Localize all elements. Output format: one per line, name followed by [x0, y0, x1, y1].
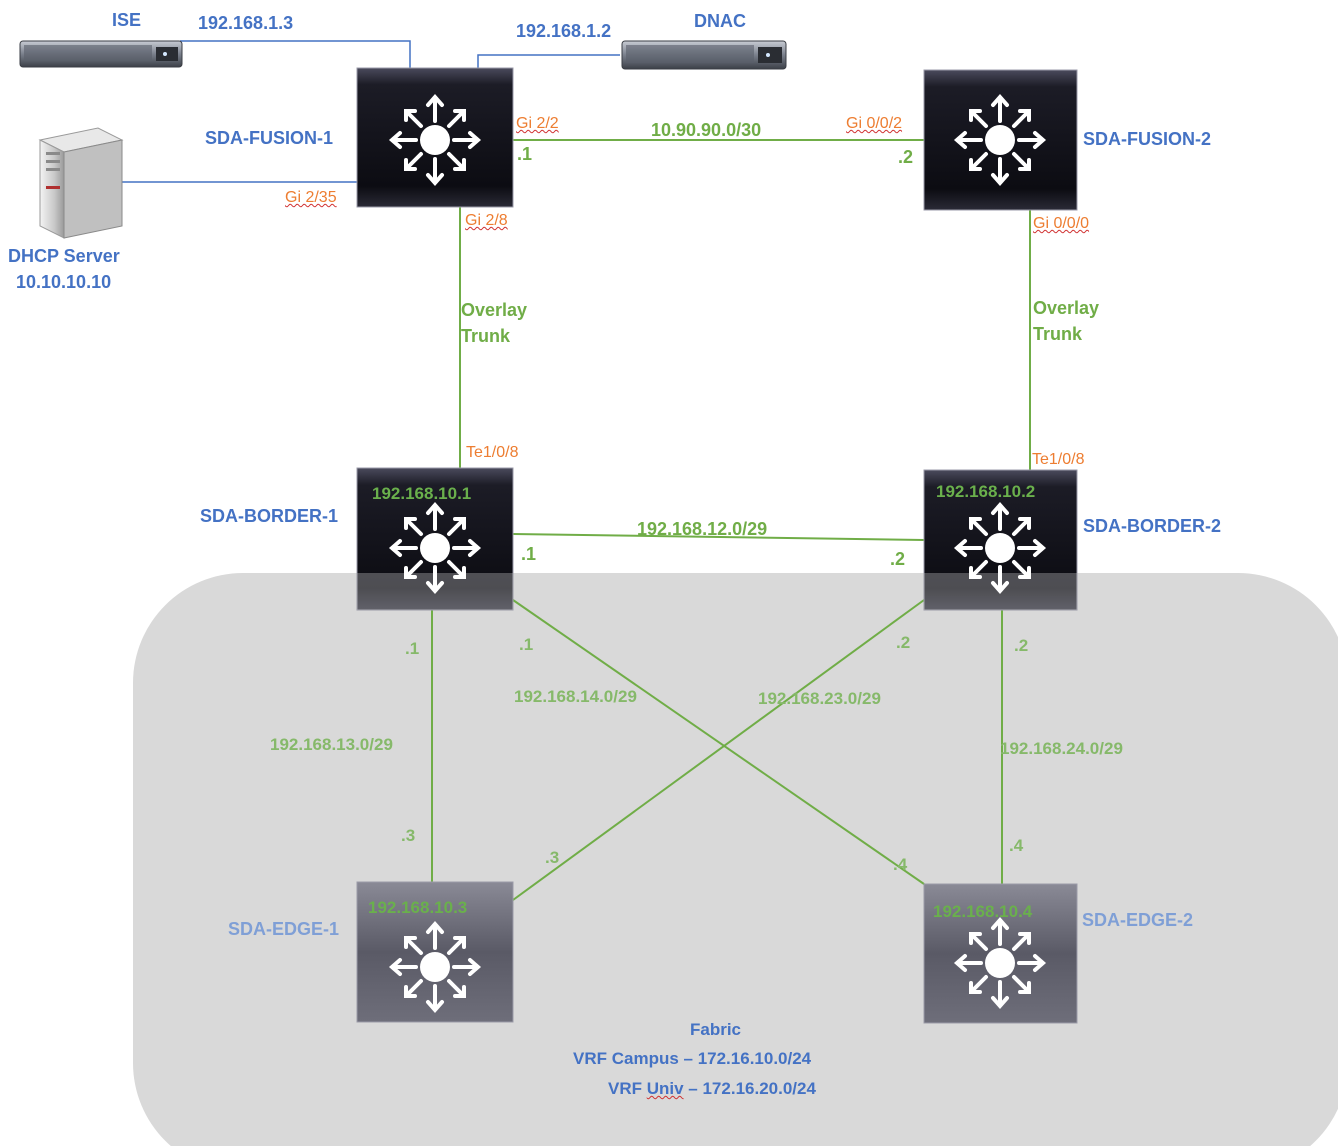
- ise-label: ISE: [112, 10, 142, 30]
- edge1-ip: 192.168.10.3: [368, 898, 468, 917]
- b2-e1-link: [512, 599, 925, 901]
- trunk1-line2: Trunk: [461, 326, 511, 346]
- ise-server-icon: [19, 40, 183, 68]
- dhcp-ip-label: 10.10.10.10: [16, 272, 112, 292]
- f2-gi000-text: Gi 0/0/0: [1033, 215, 1090, 232]
- fabric-vrf-univ: VRF Univ – 172.16.20.0/24: [608, 1080, 816, 1097]
- f1-gi22-text: Gi 2/2: [516, 115, 559, 132]
- dhcp-label: DHCP Server: [8, 246, 120, 266]
- fusion-link-b-host: .2: [898, 147, 914, 167]
- border2-device: [923, 469, 1078, 611]
- f2-gi002-label: Gi 0/0/2: [846, 116, 902, 132]
- dnac-label: DNAC: [694, 11, 746, 31]
- fusion2-router-icon: [955, 95, 1045, 185]
- edge2-device: [923, 883, 1078, 1024]
- border-link-subnet: 192.168.12.0/29: [637, 519, 768, 539]
- dnac-server-icon: [621, 40, 787, 70]
- fabric-vrf-campus: VRF Campus – 172.16.10.0/24: [573, 1050, 811, 1067]
- border-link-a-host: .1: [521, 544, 537, 564]
- edge2-router-icon: [955, 918, 1045, 1008]
- f2-gi000-label: Gi 0/0/0: [1033, 216, 1089, 232]
- border2-router-icon: [955, 503, 1045, 593]
- border1-name: SDA-BORDER-1: [200, 506, 339, 526]
- edge1-device: [356, 881, 514, 1023]
- f1-gi235-text: Gi 2/35: [285, 189, 337, 206]
- b1-te-label: Te1/0/8: [466, 444, 519, 461]
- fusion1-device: [356, 67, 514, 208]
- border2-ip: 192.168.10.2: [936, 482, 1036, 501]
- edge1-name: SDA-EDGE-1: [228, 919, 340, 939]
- b1-e2-link: [512, 599, 925, 885]
- b1-e2-subnet: 192.168.14.0/29: [514, 687, 637, 706]
- f1-gi22-label: Gi 2/2: [516, 116, 559, 132]
- b1-e1-a-host: .1: [405, 639, 420, 658]
- fusion-link-a-host: .1: [517, 144, 533, 164]
- f1-gi28-label: Gi 2/8: [465, 213, 508, 229]
- b2-te-label: Te1/0/8: [1032, 451, 1085, 468]
- fabric-title: Fabric: [690, 1020, 742, 1039]
- f1-gi235-label: Gi 2/35: [285, 190, 337, 206]
- f1-gi28-text: Gi 2/8: [465, 212, 508, 229]
- b1-e2-a-host: .1: [519, 635, 534, 654]
- border-link-b-host: .2: [890, 549, 906, 569]
- trunk1-line1: Overlay: [461, 300, 528, 320]
- b2-e1-b-host: .3: [545, 848, 560, 867]
- edge2-ip: 192.168.10.4: [933, 902, 1033, 921]
- b2-e2-b-host: .4: [1009, 836, 1024, 855]
- trunk2-line1: Overlay: [1033, 298, 1100, 318]
- dhcp-server-icon: [38, 127, 124, 239]
- fusion1-router-icon: [390, 95, 480, 185]
- b1-e2-b-host: .4: [893, 855, 908, 874]
- b1-e1-b-host: .3: [401, 826, 416, 845]
- border2-name: SDA-BORDER-2: [1083, 516, 1222, 536]
- ise-link: [180, 40, 411, 68]
- b2-e2-subnet: 192.168.24.0/29: [1000, 739, 1123, 758]
- edge2-name: SDA-EDGE-2: [1082, 910, 1194, 930]
- fusion-link-subnet: 10.90.90.0/30: [651, 120, 762, 140]
- ise-ip-label: 192.168.1.3: [198, 13, 294, 33]
- fusion1-name: SDA-FUSION-1: [205, 128, 334, 148]
- b2-e1-subnet: 192.168.23.0/29: [758, 689, 881, 708]
- f2-gi002-text: Gi 0/0/2: [846, 115, 903, 132]
- border1-router-icon: [390, 503, 480, 593]
- b2-e2-a-host: .2: [1014, 636, 1029, 655]
- vrf-univ-subnet: – 172.16.20.0/24: [683, 1079, 816, 1098]
- edge1-router-icon: [390, 922, 480, 1012]
- vrf-campus-subnet: – 172.16.10.0/24: [678, 1049, 812, 1068]
- fusion2-device: [923, 69, 1078, 211]
- b2-e1-a-host: .2: [896, 633, 911, 652]
- trunk2-line2: Trunk: [1033, 324, 1083, 344]
- vrf-campus-name: VRF Campus: [573, 1049, 679, 1068]
- border-link: [512, 533, 925, 541]
- border1-ip: 192.168.10.1: [372, 484, 472, 503]
- vrf-univ-word: Univ: [646, 1079, 684, 1098]
- b1-e1-subnet: 192.168.13.0/29: [270, 735, 393, 754]
- dnac-ip-label: 192.168.1.2: [516, 21, 612, 41]
- fusion2-name: SDA-FUSION-2: [1083, 129, 1212, 149]
- border1-device: [356, 467, 514, 611]
- dnac-link: [477, 54, 620, 68]
- vrf-univ-prefix: VRF: [608, 1079, 647, 1098]
